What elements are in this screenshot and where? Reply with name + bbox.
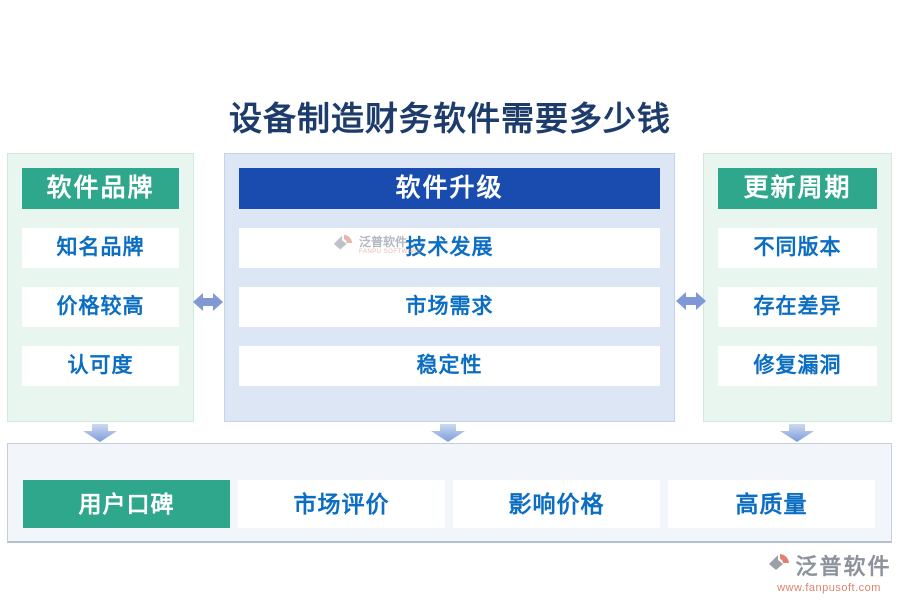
diagram-node: 高质量	[668, 480, 875, 528]
double-arrow-icon	[193, 291, 223, 313]
diagram-node: 影响价格	[453, 480, 660, 528]
column-software-brand: 软件品牌 知名品牌 价格较高 认可度	[7, 153, 194, 422]
down-arrow-icon	[780, 424, 814, 442]
watermark-name: 泛普软件	[359, 235, 408, 250]
column-software-upgrade: 软件升级 技术发展 市场需求 稳定性	[224, 153, 675, 422]
footer-brand-name: 泛普软件	[795, 554, 892, 579]
diagram-node: 市场评价	[238, 480, 445, 528]
bottom-row-header: 用户口碑	[23, 480, 230, 528]
diagram-node: 稳定性	[239, 346, 660, 386]
fanpu-logo-icon	[766, 550, 792, 581]
fanpu-logo-icon	[331, 231, 355, 260]
down-arrow-icon	[83, 424, 117, 442]
column-header-update-cycle: 更新周期	[718, 168, 877, 209]
diagram-node: 技术发展	[239, 228, 660, 268]
down-arrow-icon	[431, 424, 465, 442]
watermark-logo: 泛普软件 FANPU SOFTWARE	[331, 231, 421, 260]
column-header-software-brand: 软件品牌	[22, 168, 179, 209]
bottom-row-user-reputation: 用户口碑 市场评价 影响价格 高质量	[7, 443, 892, 543]
column-update-cycle: 更新周期 不同版本 存在差异 修复漏洞	[703, 153, 892, 422]
diagram-node: 知名品牌	[22, 228, 179, 268]
diagram-node: 市场需求	[239, 287, 660, 327]
page-title: 设备制造财务软件需要多少钱	[229, 102, 671, 138]
footer-brand: 泛普软件 www.fanpusoft.com	[766, 549, 892, 594]
diagram-node: 价格较高	[22, 287, 179, 327]
double-arrow-icon	[676, 290, 706, 312]
watermark-subtitle: FANPU SOFTWARE	[359, 248, 422, 255]
column-header-software-upgrade: 软件升级	[239, 168, 660, 209]
diagram-node: 修复漏洞	[718, 346, 877, 386]
diagram-node: 不同版本	[718, 228, 877, 268]
diagram-node: 认可度	[22, 346, 179, 386]
footer-brand-url: www.fanpusoft.com	[777, 582, 881, 594]
diagram-node: 存在差异	[718, 287, 877, 327]
